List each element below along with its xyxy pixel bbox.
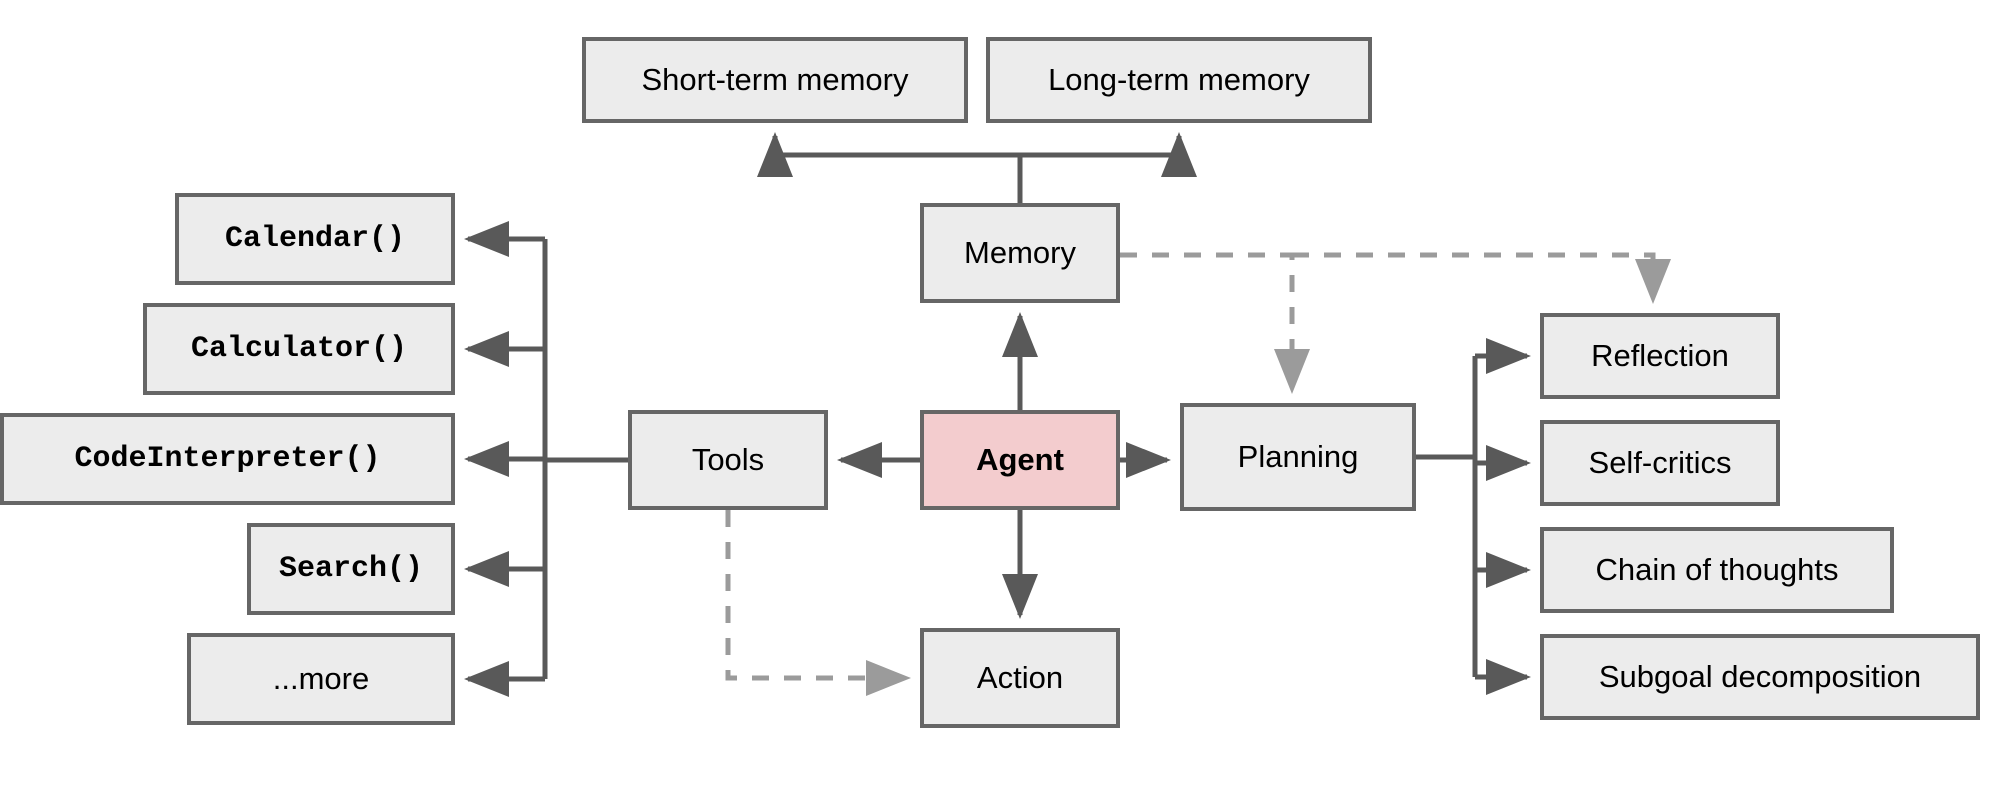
edge-tools-bus — [542, 239, 628, 679]
edge-planning-bus — [1416, 356, 1478, 677]
node-chain-of-thoughts[interactable]: Chain of thoughts — [1540, 527, 1894, 613]
node-planning[interactable]: Planning — [1180, 403, 1416, 511]
node-label: Planning — [1237, 438, 1359, 474]
node-label: Self-critics — [1588, 444, 1732, 480]
node-label: Reflection — [1591, 337, 1729, 373]
node-self-critics[interactable]: Self-critics — [1540, 420, 1780, 506]
node-label: ...more — [272, 660, 370, 696]
node-label: CodeInterpreter() — [74, 441, 381, 476]
node-label: Calendar() — [224, 221, 406, 256]
node-label: Chain of thoughts — [1595, 551, 1839, 587]
edge-tools-action-dashed — [725, 510, 912, 696]
node-label: Search() — [278, 551, 424, 586]
node-label: Short-term memory — [641, 61, 909, 97]
node-label: Tools — [691, 441, 765, 477]
edge-memory-planning-dashed — [1120, 252, 1310, 395]
node-memory[interactable]: Memory — [920, 203, 1120, 303]
node-reflection[interactable]: Reflection — [1540, 313, 1780, 399]
node-agent[interactable]: Agent — [920, 410, 1120, 510]
node-long-term-memory[interactable]: Long-term memory — [986, 37, 1372, 123]
node-more[interactable]: ...more — [187, 633, 455, 725]
node-label: Long-term memory — [1048, 61, 1310, 97]
node-calendar[interactable]: Calendar() — [175, 193, 455, 285]
node-label: Agent — [976, 441, 1064, 477]
node-label: Memory — [964, 234, 1076, 270]
node-short-term-memory[interactable]: Short-term memory — [582, 37, 968, 123]
node-label: Calculator() — [190, 331, 408, 366]
node-action[interactable]: Action — [920, 628, 1120, 728]
edge-memory-bus — [775, 152, 1179, 203]
node-calculator[interactable]: Calculator() — [143, 303, 455, 395]
node-tools[interactable]: Tools — [628, 410, 828, 510]
node-label: Action — [976, 659, 1064, 695]
node-code-interpreter[interactable]: CodeInterpreter() — [0, 413, 455, 505]
node-search[interactable]: Search() — [247, 523, 455, 615]
node-label: Subgoal decomposition — [1598, 658, 1922, 694]
node-subgoal-decomposition[interactable]: Subgoal decomposition — [1540, 634, 1980, 720]
edge-memory-reflection-dashed — [1292, 252, 1671, 305]
